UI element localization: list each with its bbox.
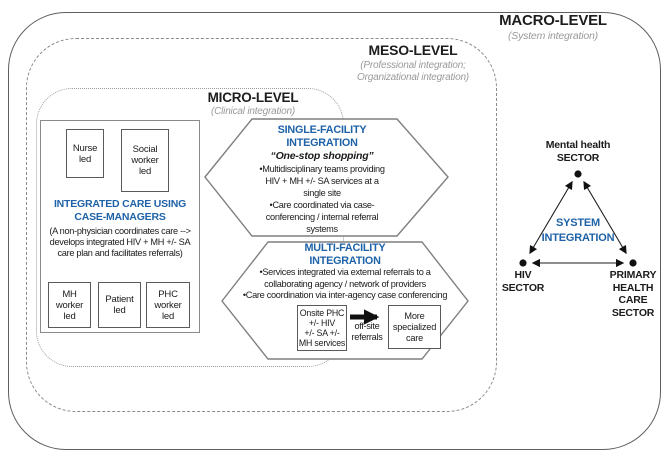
- meso-level-title: MESO-LEVEL: [368, 42, 458, 58]
- specialized-care-box: More specialized care: [388, 305, 441, 349]
- primary-health-care-sector-label: PRIMARY HEALTH CARE SECTOR: [609, 269, 657, 319]
- single-facility-bullet-2: •Care coordinated via case- conferencing…: [265, 200, 379, 234]
- system-integration-heading: SYSTEM INTEGRATION: [541, 217, 615, 244]
- onsite-phc-box: Onsite PHC +/- HIV +/- SA +/- MH service…: [297, 305, 347, 351]
- offsite-referrals-label: off-site referrals: [351, 321, 383, 342]
- nurse-led-box: Nurse led: [66, 129, 104, 178]
- edge-mental-primary: [583, 180, 627, 255]
- system-triangle-nodes: [519, 170, 637, 267]
- single-facility-hexagon: [204, 118, 449, 237]
- hiv-node-dot: [519, 259, 527, 267]
- multi-facility-bullet-1: •Services integrated via external referr…: [259, 267, 431, 289]
- macro-level-title: MACRO-LEVEL: [499, 12, 607, 29]
- single-facility-bullet-1: •Multidisciplinary teams providing HIV +…: [259, 164, 385, 198]
- multi-facility-bullet-2: •Care coordination via inter-agency case…: [242, 290, 448, 300]
- primary-care-node-dot: [629, 259, 637, 267]
- social-worker-led-box: Social worker led: [121, 129, 169, 192]
- mental-health-node-dot: [574, 170, 582, 178]
- mental-health-sector-label: Mental health SECTOR: [545, 139, 611, 164]
- single-facility-heading: SINGLE-FACILITY INTEGRATION: [277, 124, 367, 149]
- mh-worker-led-box: MH worker led: [48, 282, 91, 328]
- system-triangle-edges: [529, 180, 627, 268]
- hiv-sector-label: HIV SECTOR: [501, 269, 545, 294]
- case-manager-heading: INTEGRATED CARE USING CASE-MANAGERS: [53, 198, 187, 223]
- macro-level-subtitle: (System integration): [508, 30, 598, 42]
- case-manager-description: (A non-physician coordinates care --> de…: [49, 226, 191, 258]
- single-facility-tagline: “One-stop shopping”: [270, 150, 374, 162]
- multi-facility-heading: MULTI-FACILITY INTEGRATION: [304, 242, 386, 267]
- meso-level-frame: [26, 38, 497, 412]
- micro-level-title: MICRO-LEVEL: [207, 90, 299, 105]
- macro-level-frame: [8, 12, 661, 450]
- meso-level-subtitle: (Professional integration; Organizationa…: [357, 60, 469, 83]
- patient-led-box: Patient led: [98, 282, 141, 328]
- edge-mental-hiv: [529, 180, 573, 255]
- micro-level-subtitle: (Clinical integration): [211, 106, 295, 117]
- phc-worker-led-box: PHC worker led: [146, 282, 190, 328]
